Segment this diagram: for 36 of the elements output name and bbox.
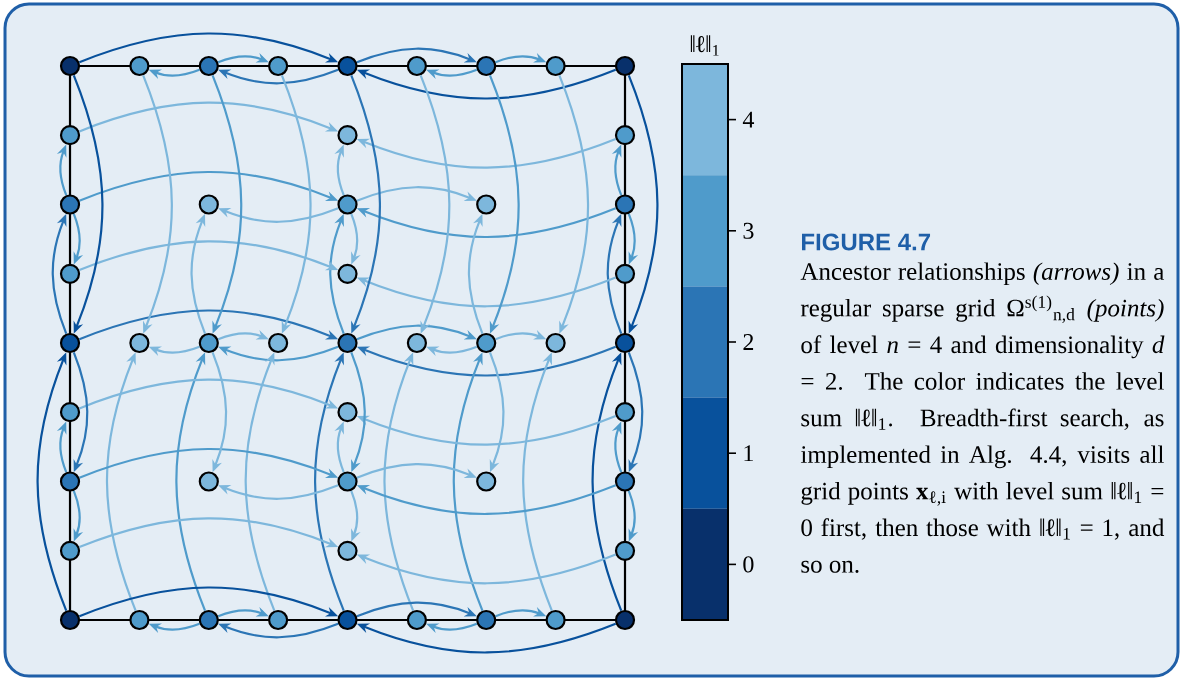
- grid-point: [614, 194, 636, 215]
- figure-heading: FIGURE 4.7: [802, 233, 931, 251]
- grid-point: [198, 471, 219, 492]
- tick-label: 0: [743, 556, 754, 573]
- grid-point: [337, 471, 358, 492]
- grid-point: [337, 402, 358, 423]
- grid-point: [614, 402, 636, 423]
- grid-point: [614, 55, 636, 77]
- grid-point: [337, 194, 358, 215]
- grid-point: [337, 263, 358, 284]
- tick-label: 4: [742, 111, 755, 128]
- tick-label: 3: [743, 222, 754, 239]
- grid-point: [59, 402, 81, 423]
- caption-text: Ancestor relationships (arrows) in a regular sparse grid Ω$^{s(1)}$$_{n,d}$ (points) of level n = 4 and dimensionality d = 2. The color indicates the level sum ‖ℓ‖$_{1}$. Breadth-first search, as implemented in Alg. 4.4, visits all grid points x$_{ℓ,i}$ with level sum ‖ℓ‖$_{1}$ = 0 first, then those with ‖ℓ‖$_{1}$ = 1, and so on.: [800, 262, 1165, 573]
- grid-point: [129, 332, 150, 354]
- grid-point: [614, 125, 636, 146]
- grid-point: [476, 471, 497, 492]
- grid-point: [337, 540, 358, 561]
- grid-point: [59, 471, 81, 492]
- colorbar-title: ‖ℓ‖$_{1}$: [690, 35, 719, 56]
- grid-point: [59, 263, 81, 284]
- grid-point: [59, 125, 81, 146]
- grid-point: [614, 540, 636, 561]
- tick-label: 2: [743, 334, 754, 350]
- grid-point: [476, 194, 497, 215]
- grid-point: [59, 194, 81, 215]
- tick-label: 1: [744, 445, 753, 462]
- grid-point: [337, 125, 358, 146]
- grid-point: [614, 332, 636, 354]
- grid-point: [59, 332, 81, 354]
- grid-point: [129, 55, 150, 77]
- grid-point: [59, 540, 81, 561]
- grid-point: [614, 263, 636, 284]
- grid-point: [59, 55, 81, 77]
- grid-point: [614, 471, 636, 492]
- grid-point: [198, 194, 219, 215]
